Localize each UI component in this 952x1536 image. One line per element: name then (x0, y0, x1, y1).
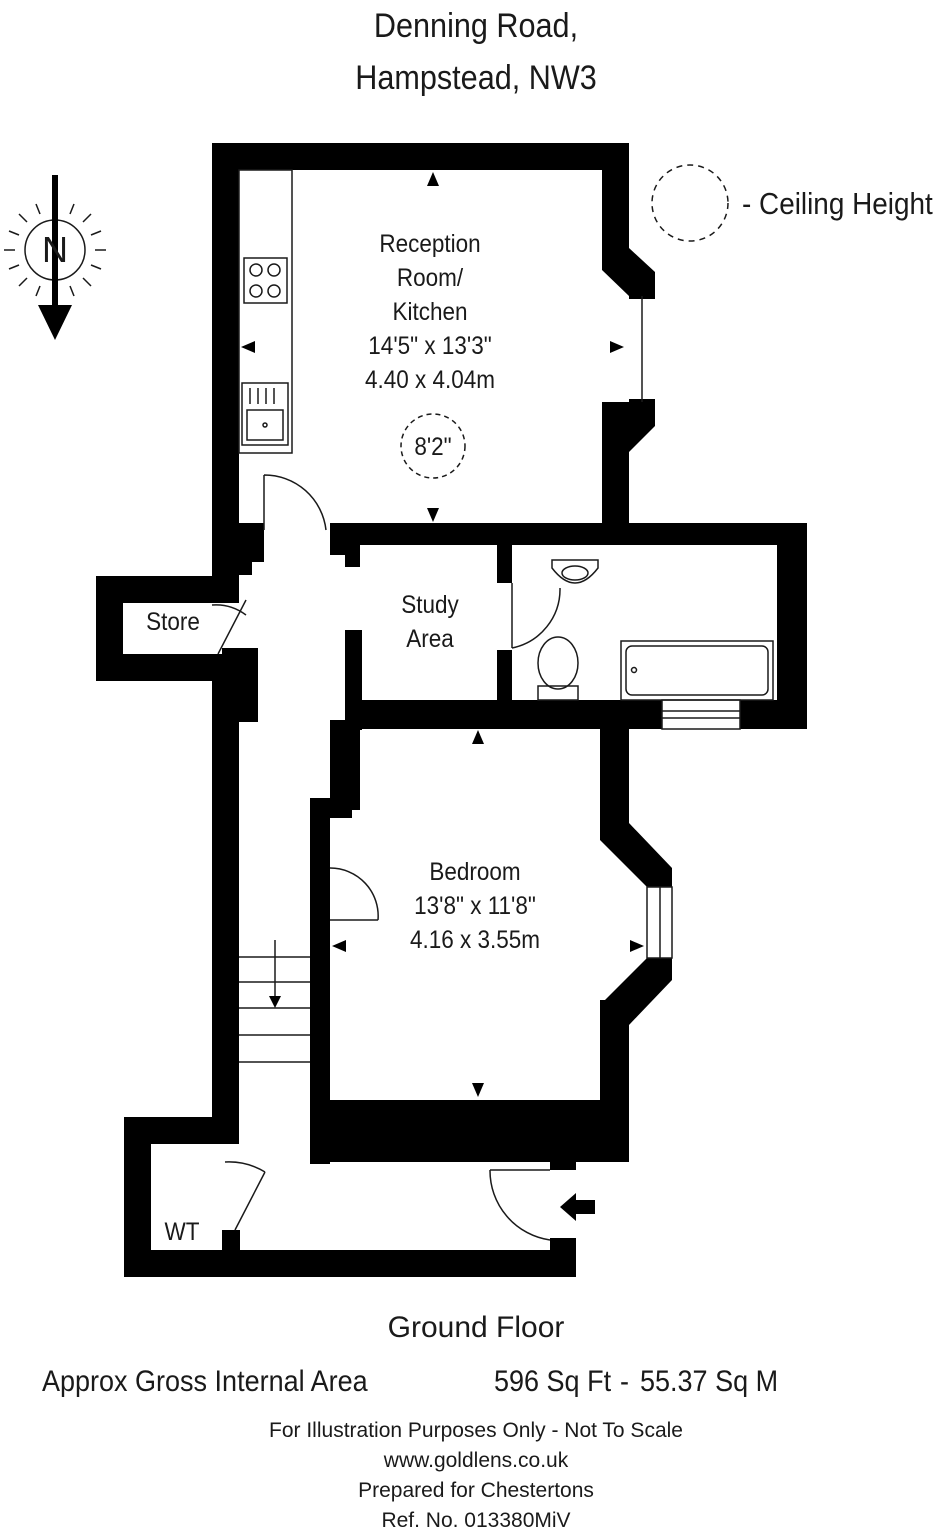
reference-number: Ref. No. 013380MiV (381, 1509, 571, 1532)
store-label: Store (146, 608, 200, 636)
reception-name-line-3: Kitchen (392, 298, 468, 326)
ceiling-height-legend-label: - Ceiling Height (742, 186, 933, 221)
bedroom-metric-size: 4.16 x 3.55m (409, 926, 541, 954)
area-label: Approx Gross Internal Area (42, 1365, 368, 1398)
dimension-markers (241, 172, 644, 1097)
area-metric: 55.37 Sq M (640, 1365, 779, 1398)
ceiling-height-legend-icon (651, 164, 729, 242)
reception-room-label: Reception Room/ Kitchen 14'5" x 13'3" 4.… (340, 227, 520, 397)
website-link[interactable]: www.goldlens.co.uk (383, 1449, 569, 1472)
prepared-for: Prepared for Chestertons (358, 1479, 594, 1502)
entrance-arrow-icon (560, 1193, 595, 1221)
compass-rose-icon (4, 200, 106, 300)
compass-label: N (42, 229, 68, 270)
area-imperial: 596 Sq Ft (494, 1365, 612, 1398)
walls (96, 143, 807, 1277)
reception-name-line-2: Room/ (396, 264, 464, 292)
bedroom-imperial-size: 13'8" x 11'8" (414, 892, 536, 920)
reception-ceiling-height: 8'2" (414, 433, 452, 461)
fixtures (211, 169, 774, 1241)
wt-label: WT (164, 1218, 200, 1246)
disclaimer: For Illustration Purposes Only - Not To … (269, 1419, 683, 1442)
study-name-line-1: Study (401, 591, 459, 619)
floor-name: Ground Floor (387, 1311, 565, 1344)
compass-arrow-icon (38, 305, 72, 340)
study-name-line-2: Area (406, 625, 454, 653)
reception-imperial-size: 14'5" x 13'3" (368, 332, 492, 360)
study-area-label: Study Area (376, 588, 484, 656)
reception-name-line-1: Reception (379, 230, 481, 258)
reception-metric-size: 4.40 x 4.04m (364, 366, 496, 394)
bedroom-label: Bedroom 13'8" x 11'8" 4.16 x 3.55m (381, 855, 570, 957)
bedroom-name: Bedroom (429, 858, 521, 886)
area-separator: - (620, 1365, 629, 1398)
property-address-line-1: Denning Road, (373, 7, 579, 45)
reception-ceiling-height-icon (400, 413, 466, 479)
stair-direction-icon (269, 996, 281, 1008)
property-address-line-2: Hampstead, NW3 (355, 59, 597, 97)
